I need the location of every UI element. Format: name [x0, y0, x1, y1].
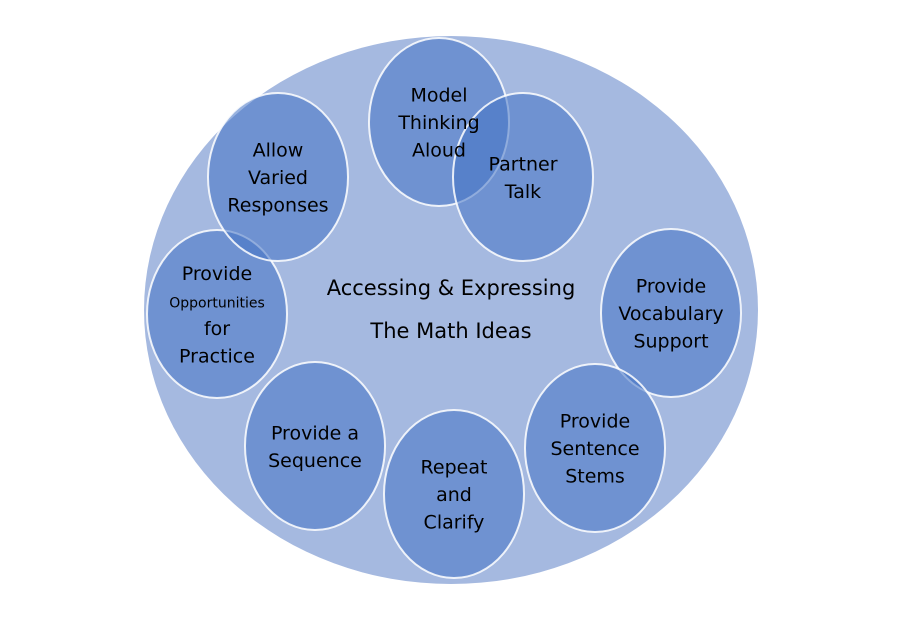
node-label-line: Provide — [560, 411, 630, 433]
node-label-line: Thinking — [397, 112, 479, 134]
node-circle-partner-talk — [452, 92, 594, 262]
node-label-line: Vocabulary — [618, 303, 723, 325]
node-label-line: Aloud — [412, 140, 466, 162]
node-circle-provide-sentence-stems — [524, 363, 666, 533]
node-circle-provide-a-sequence — [244, 361, 386, 531]
node-label-line: Sentence — [550, 438, 639, 460]
node-label-line: Clarify — [424, 512, 485, 534]
center-title-line-1: Accessing & Expressing — [327, 276, 576, 300]
center-title-line-2: The Math Ideas — [369, 319, 531, 343]
node-label-line: Sequence — [268, 450, 362, 472]
node-circle-repeat-and-clarify — [383, 409, 525, 579]
node-label-line: Support — [633, 331, 708, 353]
node-circle-provide-opportunities-for-practice — [146, 229, 288, 399]
node-label-line: Provide a — [271, 422, 359, 444]
node-label-line: and — [436, 484, 472, 506]
node-circle-allow-varied-responses — [207, 92, 349, 262]
node-label-line: Provide — [182, 263, 252, 285]
node-label-line: Practice — [179, 345, 255, 367]
node-label-line: Talk — [504, 181, 541, 203]
node-label-provide-a-sequence: Provide a Sequence — [268, 422, 362, 472]
node-label-line: Model — [410, 85, 467, 107]
node-label-line: Repeat — [421, 457, 488, 479]
node-label-line: Provide — [636, 276, 706, 298]
node-label-line: Allow — [253, 140, 304, 162]
node-label-line: Varied — [248, 167, 308, 189]
node-circle-provide-vocabulary-support — [600, 228, 742, 398]
node-label-line: Opportunities — [169, 295, 265, 311]
node-label-line: Responses — [227, 195, 328, 217]
node-label-line: Partner — [488, 153, 557, 175]
nodes-layer: ModelThinkingAloudPartnerTalkProvideVoca… — [146, 37, 742, 579]
node-label-line: Stems — [565, 466, 625, 488]
center-title: Accessing & Expressing The Math Ideas — [327, 276, 576, 343]
node-label-line: for — [204, 318, 230, 340]
